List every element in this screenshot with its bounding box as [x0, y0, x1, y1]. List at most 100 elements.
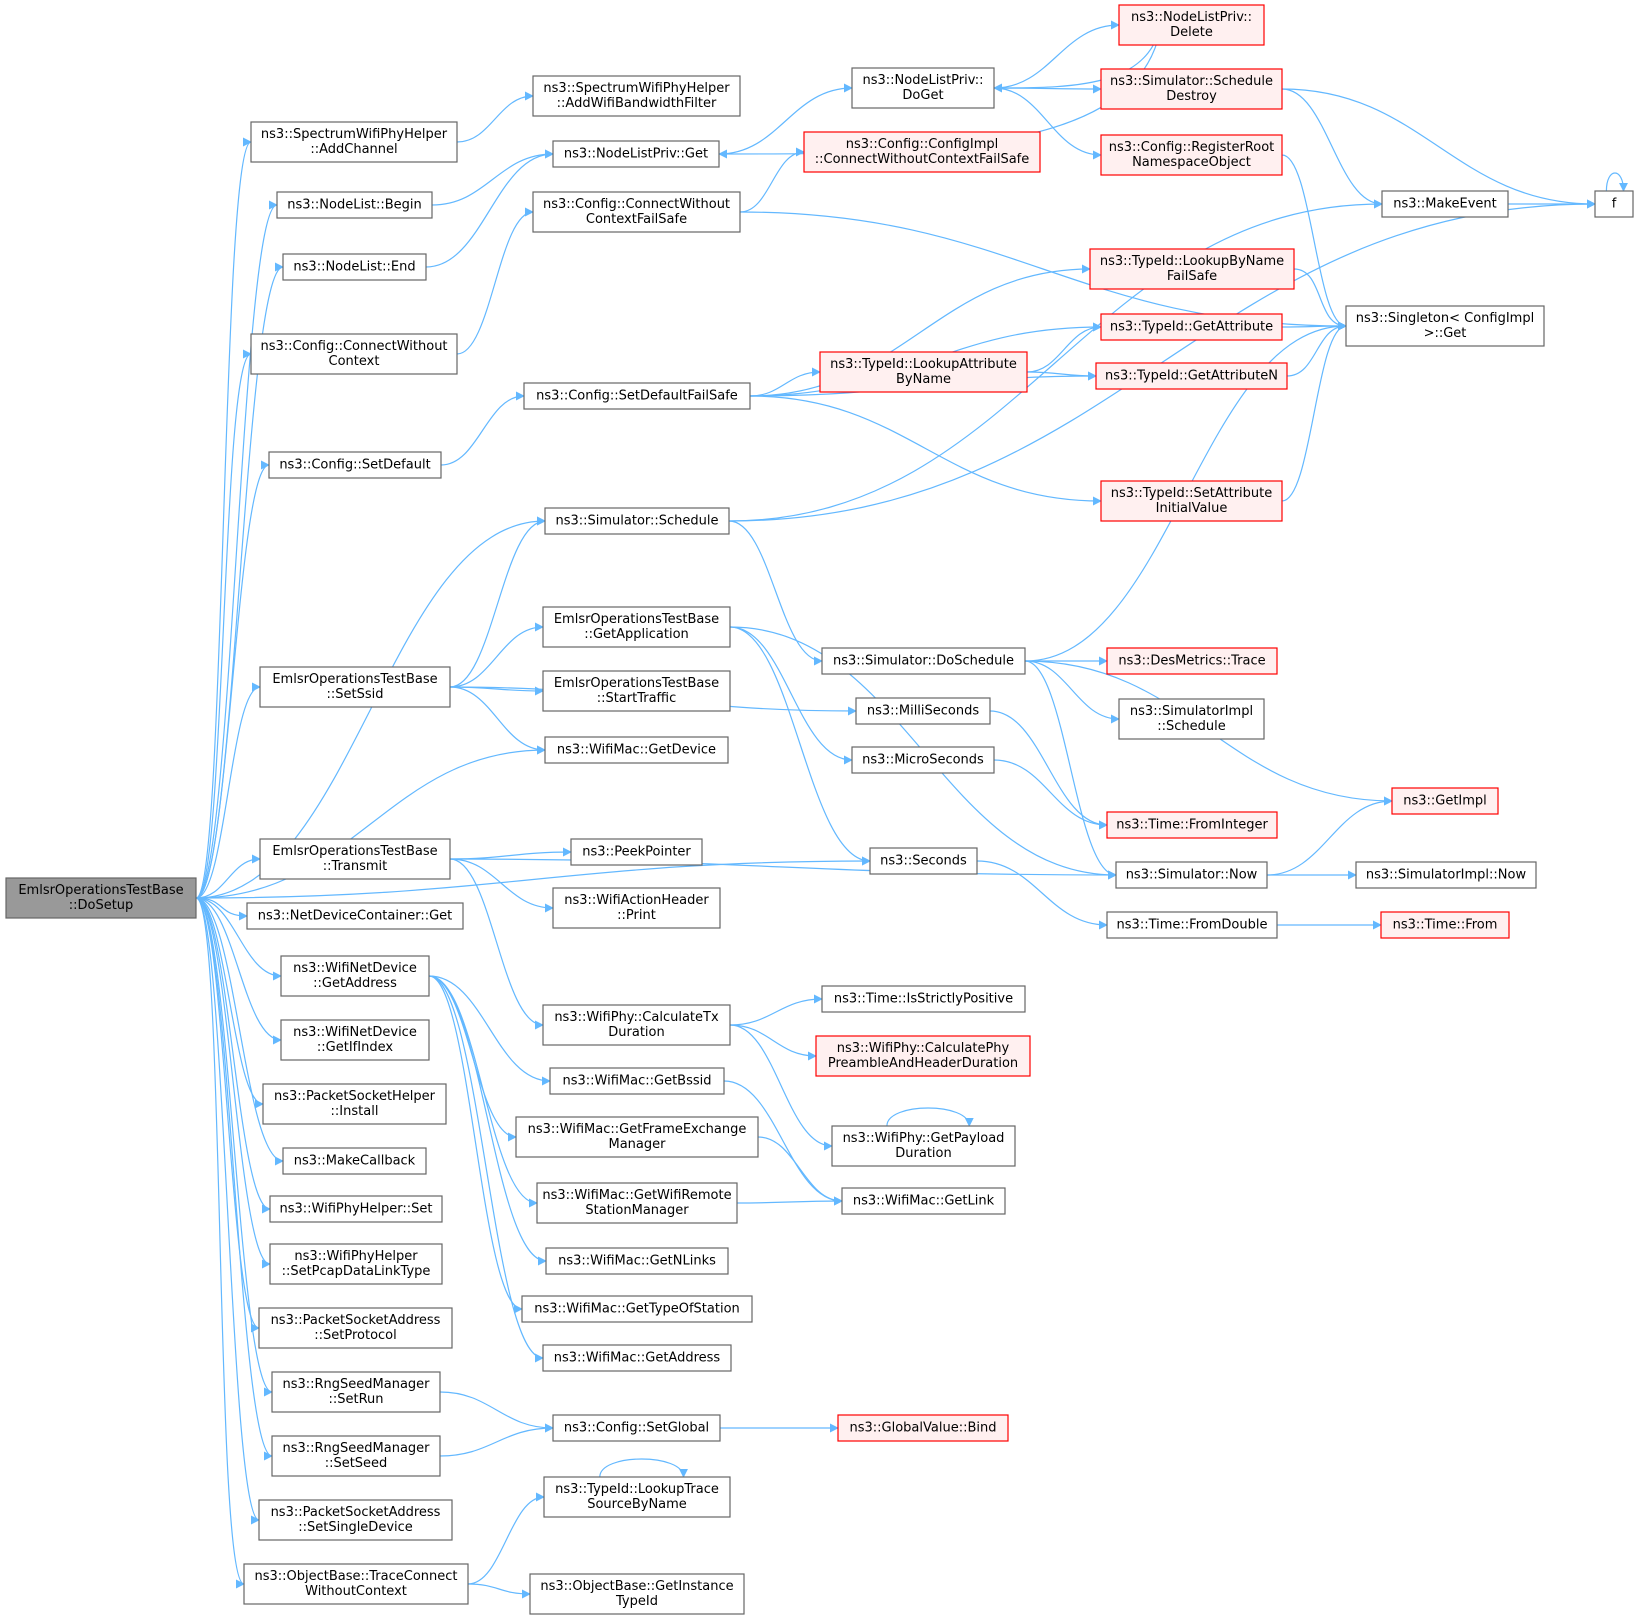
node-startTraffic[interactable]: EmlsrOperationsTestBase::StartTraffic	[542, 670, 731, 712]
node-fromInteger[interactable]: ns3::Time::FromInteger	[1106, 811, 1278, 839]
node-traceConnect[interactable]: ns3::ObjectBase::TraceConnectWithoutCont…	[243, 1563, 469, 1605]
node-nlpDelete[interactable]: ns3::NodeListPriv::Delete	[1118, 4, 1265, 46]
node-doSchedule[interactable]: ns3::Simulator::DoSchedule	[821, 647, 1026, 675]
node-peekPointer[interactable]: ns3::PeekPointer	[570, 838, 703, 866]
node-simImplSchedule[interactable]: ns3::SimulatorImpl::Schedule	[1118, 698, 1265, 740]
node-connWoCtx[interactable]: ns3::Config::ConnectWithoutContext	[250, 333, 458, 375]
node-microSeconds[interactable]: ns3::MicroSeconds	[851, 746, 995, 774]
node-label: ns3::Config::SetGlobal	[564, 1421, 709, 1436]
edge-root-to-rngSetSeed	[195, 897, 273, 1461]
node-macGetLink[interactable]: ns3::WifiMac::GetLink	[841, 1187, 1006, 1215]
node-desTrace[interactable]: ns3::DesMetrics::Trace	[1106, 647, 1278, 675]
node-label: ns3::WifiPhy::GetPayload	[843, 1131, 1005, 1146]
node-label: ns3::NodeListPriv::	[862, 73, 983, 88]
node-tidGetAttr[interactable]: ns3::TypeId::GetAttribute	[1100, 313, 1283, 341]
node-macGetBssid[interactable]: ns3::WifiMac::GetBssid	[549, 1067, 725, 1095]
node-simImplNow[interactable]: ns3::SimulatorImpl::Now	[1355, 861, 1537, 889]
node-setDefault[interactable]: ns3::Config::SetDefault	[268, 451, 442, 479]
node-fromDouble[interactable]: ns3::Time::FromDouble	[1106, 911, 1278, 939]
node-milliSeconds[interactable]: ns3::MilliSeconds	[855, 697, 991, 725]
node-nlEnd[interactable]: ns3::NodeList::End	[282, 253, 427, 281]
node-seconds[interactable]: ns3::Seconds	[869, 847, 978, 875]
node-macGetAddress[interactable]: ns3::WifiMac::GetAddress	[542, 1344, 732, 1372]
node-setGlobal[interactable]: ns3::Config::SetGlobal	[552, 1414, 721, 1442]
node-nlBegin[interactable]: ns3::NodeList::Begin	[276, 191, 433, 219]
node-connWoCtxFS[interactable]: ns3::Config::ConnectWithoutContextFailSa…	[532, 191, 741, 233]
node-label: ns3::WifiNetDevice	[293, 961, 417, 976]
edge-transmit-to-calcTx	[449, 858, 544, 1030]
node-makeCallback[interactable]: ns3::MakeCallback	[282, 1147, 427, 1175]
node-psaSetSingle[interactable]: ns3::PacketSocketAddress::SetSingleDevic…	[258, 1499, 453, 1541]
node-calcPhyPreamble[interactable]: ns3::WifiPhy::CalculatePhyPreambleAndHea…	[815, 1035, 1031, 1077]
edge-doSchedule-to-simNow	[1024, 660, 1117, 880]
node-tidGetAttrN[interactable]: ns3::TypeId::GetAttributeN	[1095, 362, 1288, 390]
node-wphPcap[interactable]: ns3::WifiPhyHelper::SetPcapDataLinkType	[269, 1243, 443, 1285]
edge-traceConnect-to-lookupTrace	[467, 1492, 545, 1585]
node-label: Duration	[608, 1025, 664, 1040]
node-macGetDevice[interactable]: ns3::WifiMac::GetDevice	[544, 736, 729, 764]
node-wphSet[interactable]: ns3::WifiPhyHelper::Set	[269, 1195, 443, 1223]
node-label: ns3::WifiMac::GetFrameExchange	[528, 1122, 747, 1137]
node-wndGetIfIndex[interactable]: ns3::WifiNetDevice::GetIfIndex	[280, 1019, 430, 1061]
node-singletonGet[interactable]: ns3::Singleton< ConfigImpl>::Get	[1345, 305, 1545, 347]
node-label: ns3::Simulator::Now	[1126, 868, 1258, 883]
node-rngSetRun[interactable]: ns3::RngSeedManager::SetRun	[271, 1371, 441, 1413]
node-label: ns3::SpectrumWifiPhyHelper	[261, 127, 448, 142]
node-label: ::SetProtocol	[314, 1328, 397, 1343]
node-addChannel[interactable]: ns3::SpectrumWifiPhyHelper::AddChannel	[250, 121, 458, 163]
node-label: Manager	[609, 1137, 667, 1152]
node-simSchedule[interactable]: ns3::Simulator::Schedule	[544, 507, 730, 535]
node-box	[1089, 248, 1295, 290]
node-setDefaultFS[interactable]: ns3::Config::SetDefaultFailSafe	[523, 382, 751, 410]
node-setSsid[interactable]: EmlsrOperationsTestBase::SetSsid	[259, 666, 451, 708]
node-isStrictlyPos[interactable]: ns3::Time::IsStrictlyPositive	[821, 985, 1026, 1013]
node-makeEvent[interactable]: ns3::MakeEvent	[1381, 190, 1509, 218]
node-box	[259, 838, 451, 880]
node-getApplication[interactable]: EmlsrOperationsTestBase::GetApplication	[542, 606, 731, 648]
node-label: ns3::WifiMac::GetTypeOfStation	[534, 1302, 740, 1317]
node-ndcGet[interactable]: ns3::NetDeviceContainer::Get	[246, 902, 464, 930]
node-ciConnFS[interactable]: ns3::Config::ConfigImpl::ConnectWithoutC…	[803, 131, 1041, 173]
node-box	[837, 1414, 1009, 1442]
node-macGetType[interactable]: ns3::WifiMac::GetTypeOfStation	[521, 1295, 753, 1323]
node-box	[1118, 698, 1265, 740]
edge-connWoCtx-to-connWoCtxFS	[456, 207, 534, 355]
edge-lookupTrace-to-lookupTrace	[599, 1458, 688, 1478]
node-box	[529, 1573, 745, 1615]
node-pshInstall[interactable]: ns3::PacketSocketHelper::Install	[262, 1083, 447, 1125]
node-gvBind[interactable]: ns3::GlobalValue::Bind	[837, 1414, 1009, 1442]
node-box	[570, 838, 703, 866]
node-rngSetSeed[interactable]: ns3::RngSeedManager::SetSeed	[271, 1435, 441, 1477]
node-simNow[interactable]: ns3::Simulator::Now	[1115, 861, 1268, 889]
node-transmit[interactable]: EmlsrOperationsTestBase::Transmit	[259, 838, 451, 880]
node-box	[542, 670, 731, 712]
node-addBwFilter[interactable]: ns3::SpectrumWifiPhyHelper::AddWifiBandw…	[532, 75, 741, 117]
node-nlpDoGet[interactable]: ns3::NodeListPriv::DoGet	[851, 67, 995, 109]
node-getImpl[interactable]: ns3::GetImpl	[1391, 787, 1499, 815]
node-macGetNLinks[interactable]: ns3::WifiMac::GetNLinks	[545, 1247, 729, 1275]
edge-seconds-to-fromDouble	[976, 860, 1108, 930]
node-macGetRsm[interactable]: ns3::WifiMac::GetWifiRemoteStationManage…	[536, 1182, 738, 1224]
node-label: ns3::SpectrumWifiPhyHelper	[543, 81, 730, 96]
node-actionPrint[interactable]: ns3::WifiActionHeader::Print	[552, 887, 721, 929]
node-label: ns3::WifiPhy::CalculateTx	[554, 1010, 719, 1025]
node-wndGetAddress[interactable]: ns3::WifiNetDevice::GetAddress	[280, 955, 430, 997]
node-f[interactable]: f	[1594, 190, 1634, 218]
node-timeFrom[interactable]: ns3::Time::From	[1380, 911, 1510, 939]
node-nlpGet[interactable]: ns3::NodeListPriv::Get	[552, 140, 720, 168]
node-root[interactable]: EmlsrOperationsTestBase::DoSetup	[5, 877, 197, 919]
edge-lookupByNameFS-to-singletonGet	[1293, 268, 1347, 331]
node-psaSetProtocol[interactable]: ns3::PacketSocketAddress::SetProtocol	[258, 1307, 453, 1349]
edge-root-to-macGetDevice	[195, 745, 546, 899]
